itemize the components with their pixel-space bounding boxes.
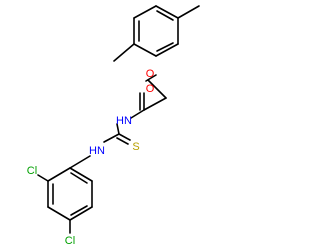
thione-sulfur-label: S [132,141,139,153]
o-ch2-bond [145,74,157,82]
thiocarbonyl-bond-1 [118,133,131,141]
ortho-chlorine-label: Cl [27,165,37,177]
thiocarbonyl-bond-2 [116,137,129,145]
amide-nh-label: HN [116,115,132,127]
ether-ch2-bond [147,79,167,99]
nh-thiocarbonyl-bond [116,123,120,135]
tolyl-ring [133,5,179,57]
nh-aryl-bond [69,155,91,169]
dichlorophenyl-ring [47,167,93,221]
ortho-chlorine-bond [37,174,49,182]
para-chlorine-label: Cl [65,235,75,247]
aryl-ether-bond [113,43,135,62]
carbonyl-oxygen-label: O [146,83,155,95]
ch2-carbonyl-bond [143,97,167,111]
ether-oxygen-label: O [146,68,155,80]
thiocarbonyl-nh-bond [103,133,120,143]
chemical-structure-diagram: O O HN HN S Cl Cl [27,5,200,247]
thiourea-nh-label: HN [89,145,105,157]
carbonyl-nh-bond [130,109,145,119]
methyl-bond [177,5,200,19]
